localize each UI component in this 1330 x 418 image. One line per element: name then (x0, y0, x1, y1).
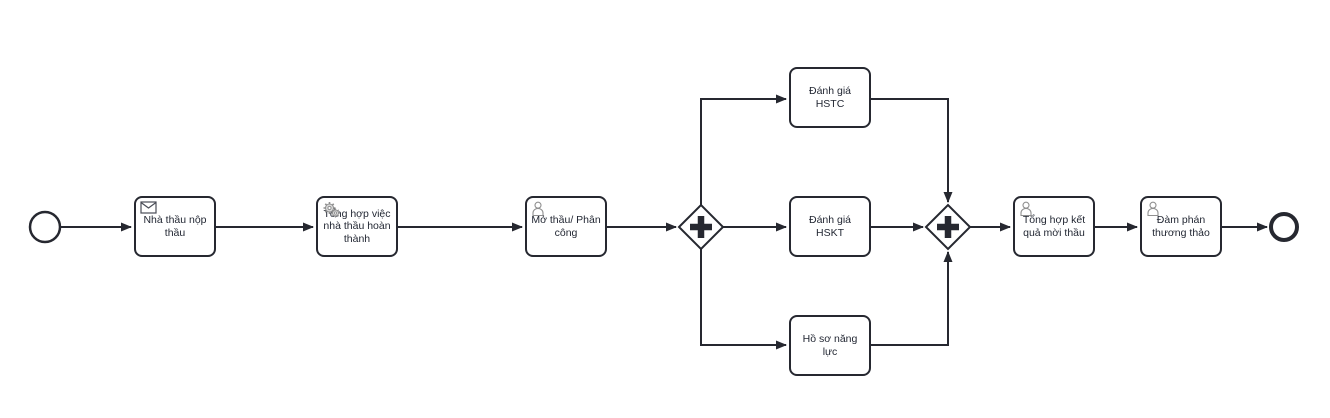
task-ho-so-nang-luc[interactable]: Hồ sơ năng lực (789, 315, 871, 376)
task-nha-thau-nop-thau[interactable]: Nhà thầu nộp thầu (134, 196, 216, 257)
task-tong-hop-ket-qua[interactable]: Tổng hợp kết quả mời thầu (1013, 196, 1095, 257)
task-label: Mở thầu/ Phân công (531, 213, 601, 239)
flow-hstc-to-gateway-join (871, 98, 953, 203)
task-label: Hồ sơ năng lực (802, 332, 858, 358)
message-icon (140, 201, 157, 214)
task-mo-thau-phan-cong[interactable]: Mở thầu/ Phân công (525, 196, 607, 257)
user-icon (1146, 201, 1160, 217)
flow-gateway-split-to-hoso (700, 249, 787, 350)
user-icon (1019, 201, 1033, 217)
task-label: Đánh giá HSTC (808, 84, 852, 110)
plus-icon (937, 216, 959, 238)
parallel-gateway-join[interactable] (924, 203, 972, 251)
task-danh-gia-hskt[interactable]: Đánh giá HSKT (789, 196, 871, 257)
service-icon (322, 201, 343, 220)
task-danh-gia-hstc[interactable]: Đánh giá HSTC (789, 67, 871, 128)
task-tong-hop-viec[interactable]: Tổng hợp việc nhà thầu hoàn thành (316, 196, 398, 257)
parallel-gateway-split[interactable] (677, 203, 725, 251)
task-label: Đàm phán thương thảo (1152, 213, 1210, 239)
flow-hoso-to-gateway-join (871, 251, 953, 346)
task-label: Tổng hợp kết quả mời thầu (1022, 213, 1086, 239)
end-event[interactable] (1269, 212, 1299, 242)
task-label: Đánh giá HSKT (808, 213, 852, 239)
task-label: Nhà thầu nộp thầu (143, 213, 207, 239)
task-dam-phan[interactable]: Đàm phán thương thảo (1140, 196, 1222, 257)
flow-gateway-split-to-hstc (700, 94, 787, 205)
start-event[interactable] (28, 210, 62, 244)
task-label: Tổng hợp việc nhà thầu hoàn thành (323, 207, 391, 245)
user-icon (531, 201, 545, 217)
plus-icon (690, 216, 712, 238)
